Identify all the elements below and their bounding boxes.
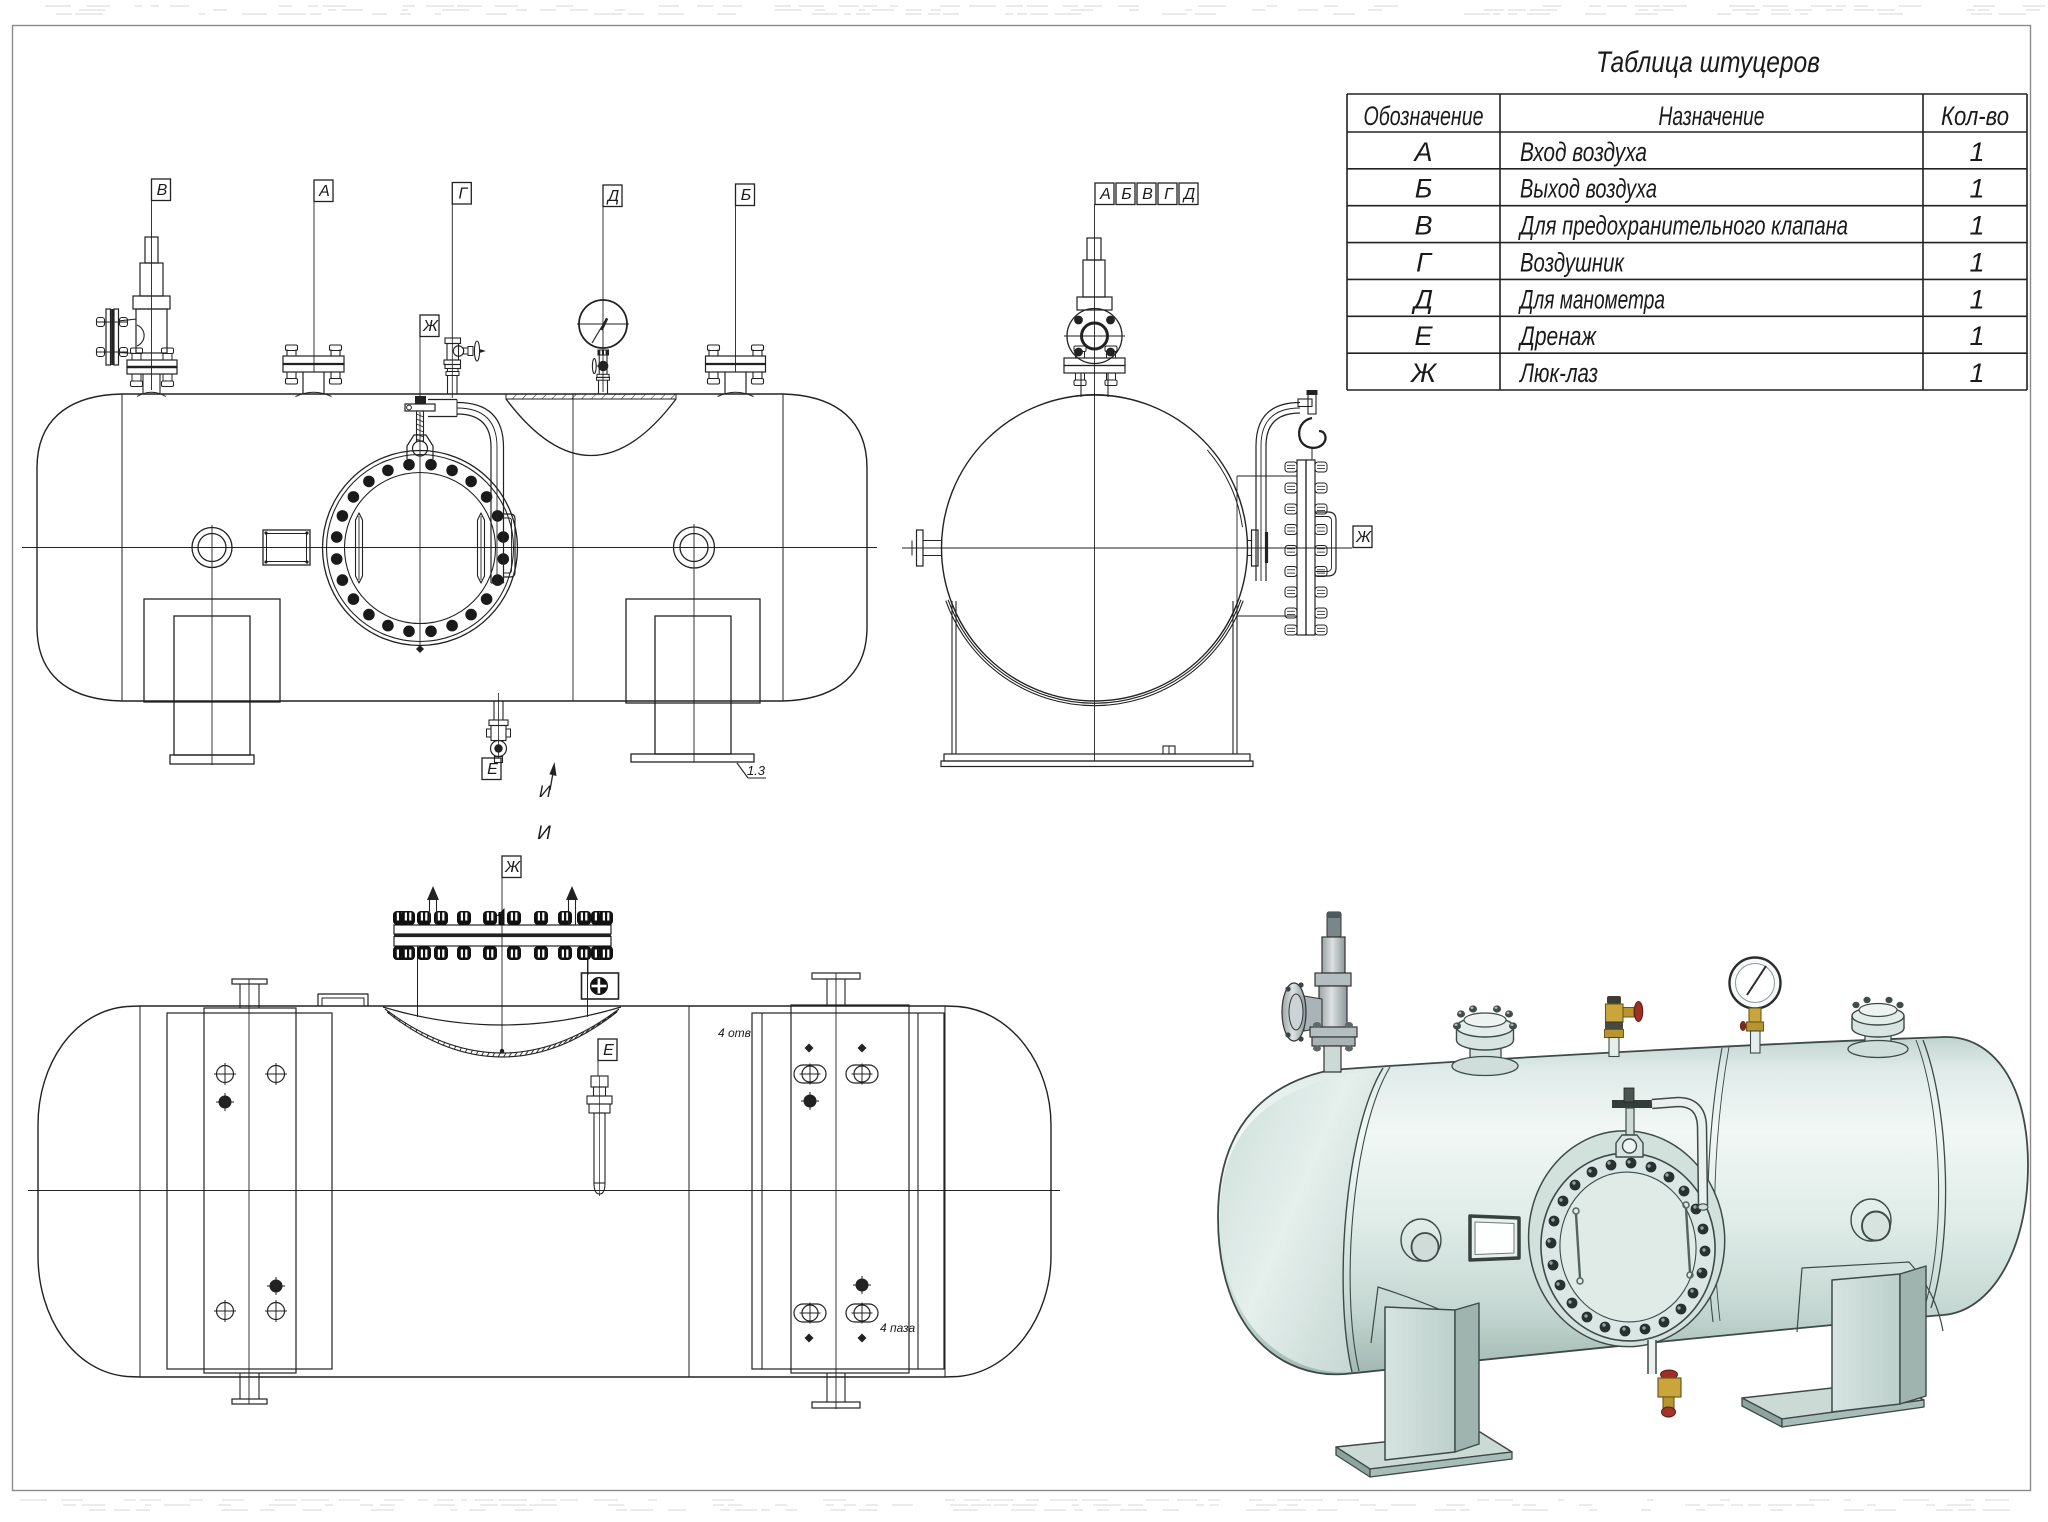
svg-text:1: 1 — [1969, 284, 1984, 314]
svg-text:Г: Г — [1416, 247, 1433, 277]
svg-text:Ж: Ж — [422, 318, 439, 335]
svg-text:Люк-лаз: Люк-лаз — [1518, 358, 1598, 388]
svg-text:Кол-во: Кол-во — [1941, 101, 2009, 131]
svg-text:Ж: Ж — [504, 859, 521, 876]
svg-text:Б: Б — [1121, 186, 1131, 203]
svg-text:И: И — [539, 782, 552, 801]
svg-text:4 отв: 4 отв — [718, 1026, 751, 1040]
svg-text:В: В — [1414, 211, 1432, 241]
svg-text:Е: Е — [1414, 321, 1433, 351]
svg-text:И: И — [537, 823, 551, 844]
svg-text:Е: Е — [603, 1042, 614, 1059]
svg-text:Вход воздуха: Вход воздуха — [1520, 137, 1647, 167]
svg-text:А: А — [1412, 137, 1432, 167]
svg-text:В: В — [157, 182, 168, 199]
svg-text:Обозначение: Обозначение — [1364, 101, 1484, 131]
svg-text:А: А — [318, 183, 330, 200]
svg-text:Г: Г — [458, 186, 468, 203]
svg-text:А: А — [1099, 186, 1111, 203]
svg-text:1: 1 — [1969, 137, 1984, 167]
svg-text:Дренаж: Дренаж — [1518, 321, 1597, 351]
svg-text:В: В — [1142, 186, 1153, 203]
svg-text:1: 1 — [1969, 174, 1984, 204]
svg-text:Назначение: Назначение — [1659, 101, 1765, 131]
svg-text:Е: Е — [487, 761, 498, 778]
svg-text:Г: Г — [1164, 186, 1174, 203]
svg-text:1: 1 — [1969, 211, 1984, 241]
svg-text:1: 1 — [1969, 321, 1984, 351]
svg-text:Б: Б — [1415, 174, 1433, 204]
svg-text:Д: Д — [606, 188, 619, 205]
svg-text:Таблица штуцеров: Таблица штуцеров — [1596, 46, 1820, 79]
svg-text:Д: Д — [1182, 186, 1195, 203]
svg-text:4 паза: 4 паза — [880, 1321, 915, 1335]
svg-text:Д: Д — [1411, 284, 1433, 314]
svg-text:1: 1 — [1969, 247, 1984, 277]
svg-text:1: 1 — [1969, 358, 1984, 388]
svg-text:Воздушник: Воздушник — [1520, 247, 1625, 277]
svg-text:Для предохранительного клапана: Для предохранительного клапана — [1518, 211, 1848, 241]
svg-text:Ж: Ж — [1409, 358, 1438, 388]
svg-text:Б: Б — [741, 187, 751, 204]
svg-text:Ж: Ж — [1355, 529, 1372, 546]
svg-text:Для манометра: Для манометра — [1518, 284, 1665, 314]
svg-text:1.3: 1.3 — [747, 763, 766, 778]
svg-text:Выход воздуха: Выход воздуха — [1520, 174, 1657, 204]
